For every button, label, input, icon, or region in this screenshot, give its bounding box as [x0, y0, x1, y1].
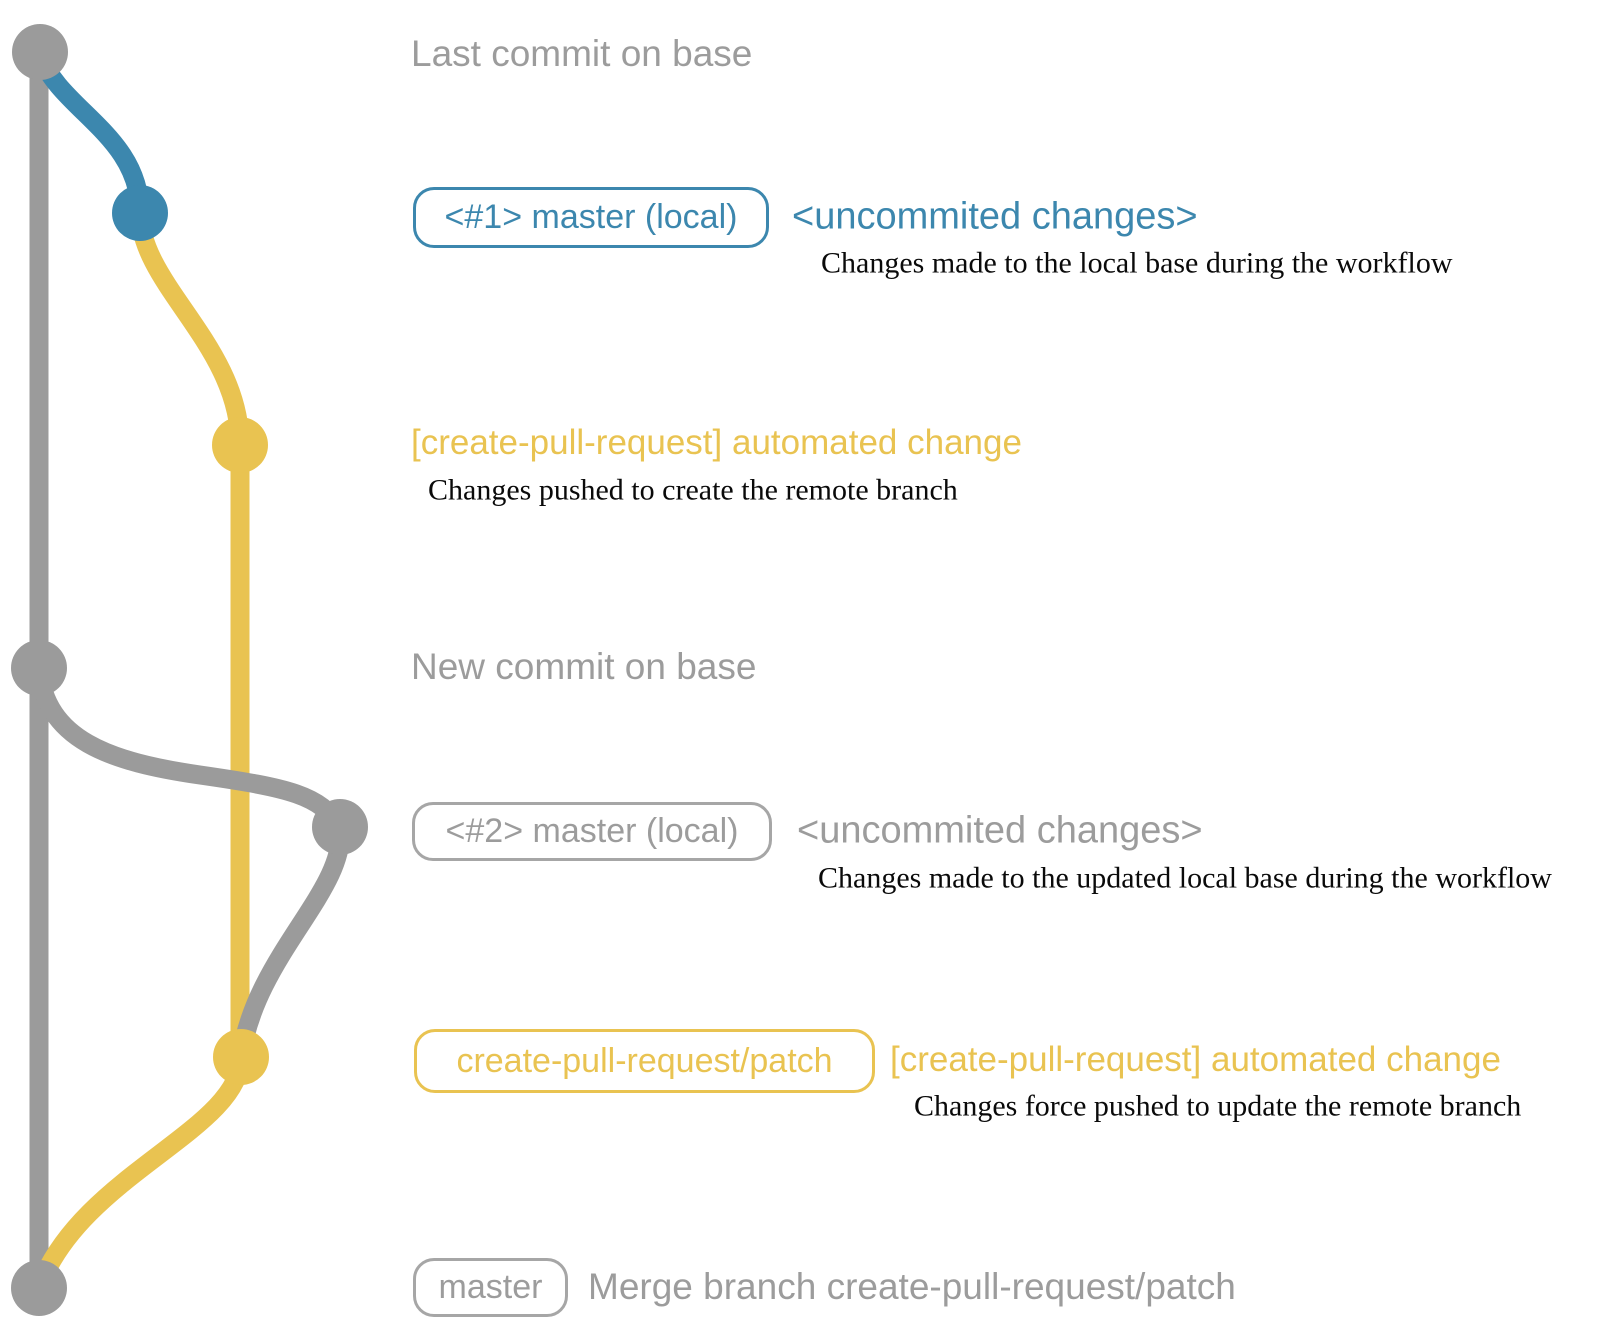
branch-label-master-local-1: <#1> master (local)	[413, 187, 769, 248]
remote-branch-merge-curve	[29, 1047, 251, 1298]
new-commit-heading: New commit on base	[411, 646, 757, 688]
commit-dot-merge	[11, 1260, 67, 1316]
last-commit-heading: Last commit on base	[411, 33, 753, 75]
commit-dot-local-change-1	[112, 185, 168, 241]
commit-message-uncommitted-1: <uncommited changes>	[792, 195, 1198, 238]
branch-label-text: create-pull-request/patch	[456, 1041, 833, 1080]
commit-description-4: Changes force pushed to update the remot…	[914, 1089, 1522, 1123]
rebase-return-curve	[231, 817, 350, 1067]
branch-label-text: <#2> master (local)	[445, 812, 739, 850]
commit-dot-new-base	[11, 640, 67, 696]
branch-label-text: master	[438, 1268, 543, 1306]
branch-label-master: master	[413, 1258, 568, 1317]
commit-dot-last-base	[12, 24, 68, 80]
rebase-out-curve	[29, 658, 350, 837]
local-branch-curve-1	[30, 45, 150, 223]
commit-dot-automated-2	[213, 1029, 269, 1085]
commit-message-uncommitted-2: <uncommited changes>	[797, 809, 1203, 852]
commit-dot-automated-1	[212, 417, 268, 473]
branch-label-master-local-2: <#2> master (local)	[412, 802, 772, 861]
commit-message-automated-1: [create-pull-request] automated change	[411, 423, 1022, 463]
commit-description-2: Changes pushed to create the remote bran…	[428, 473, 958, 507]
branch-label-create-pull-request-patch: create-pull-request/patch	[414, 1029, 875, 1093]
commit-message-merge: Merge branch create-pull-request/patch	[588, 1266, 1236, 1308]
commit-message-automated-2: [create-pull-request] automated change	[890, 1040, 1501, 1080]
commit-description-3: Changes made to the updated local base d…	[818, 861, 1552, 895]
remote-branch-curve-1	[130, 203, 250, 455]
branch-label-text: <#1> master (local)	[444, 198, 738, 236]
commit-dot-local-change-2	[312, 799, 368, 855]
commit-description-1: Changes made to the local base during th…	[821, 246, 1453, 280]
